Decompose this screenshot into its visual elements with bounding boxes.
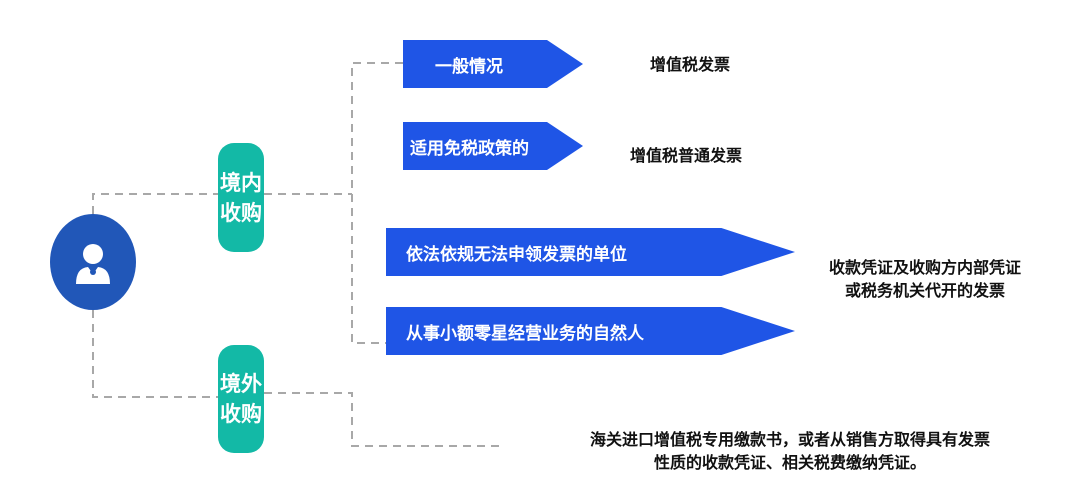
branch-domestic: 境内收购: [218, 143, 264, 252]
result-receipt-voucher: 收款凭证及收购方内部凭证 或税务机关代开的发票: [805, 256, 1045, 302]
user-icon: [76, 244, 110, 284]
case-label: 一般情况: [435, 56, 503, 77]
result-text: 或税务机关代开的发票: [844, 281, 1005, 300]
case-general: 一般情况: [403, 40, 583, 88]
user-avatar: [50, 214, 136, 310]
connector-root-foreign: [92, 310, 218, 398]
branch-label: 收购: [220, 200, 262, 225]
branch-label: 收购: [220, 402, 262, 426]
result-vat-invoice: 增值税发票: [650, 53, 730, 76]
branch-label: 境内: [220, 170, 262, 195]
result-text: 收款凭证及收购方内部凭证: [828, 258, 1021, 277]
result-text: 性质的收款凭证、相关税费缴纳凭证。: [653, 453, 926, 472]
connector-root-domestic: [92, 193, 218, 214]
result-customs-payment: 海关进口增值税专用缴款书，或者从销售方取得具有发票 性质的收款凭证、相关税费缴纳…: [520, 428, 1060, 474]
result-text: 海关进口增值税专用缴款书，或者从销售方取得具有发票: [589, 430, 990, 449]
case-natural-person: 从事小额零星经营业务的自然人: [386, 307, 795, 355]
case-unit-no-invoice: 依法依规无法申领发票的单位: [386, 228, 795, 276]
result-text: 增值税普通发票: [630, 146, 743, 165]
case-label: 从事小额零星经营业务的自然人: [406, 323, 644, 344]
branch-foreign: 境外收购: [218, 345, 264, 453]
result-text: 增值税发票: [650, 55, 731, 74]
connector-foreign-result: [264, 392, 505, 447]
connector-domestic-cases: [351, 62, 403, 344]
case-label: 依法依规无法申领发票的单位: [406, 244, 627, 265]
branch-label: 境外: [220, 372, 262, 396]
result-vat-ordinary-invoice: 增值税普通发票: [630, 144, 742, 167]
case-label: 适用免税政策的: [410, 138, 529, 159]
case-tax-exempt: 适用免税政策的: [403, 122, 583, 170]
